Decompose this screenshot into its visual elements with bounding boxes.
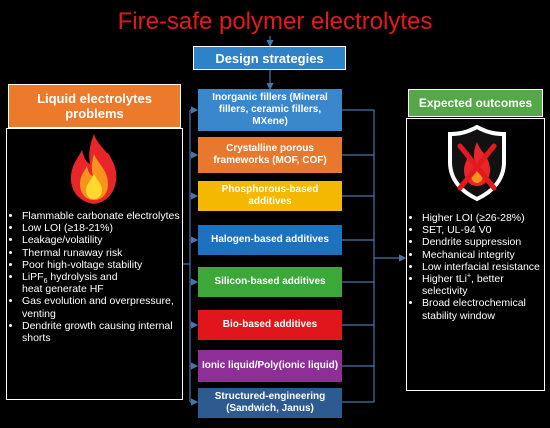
strategy-halogen-additives: Halogen-based additives [198, 225, 342, 255]
list-item: Broad electrochemical stability window [422, 297, 544, 321]
list-item: Low LOI (≥18-21%) [22, 222, 182, 234]
lipf6-suffix: hydrolysis and [47, 271, 118, 284]
list-item: Mechanical integrity [422, 249, 544, 261]
list-item: Leakage/volatility [22, 234, 182, 246]
lipf6-continuation: heat generate HF [22, 283, 104, 296]
strategy-phosphorous-additives: Phosphorous-based additives [198, 181, 342, 211]
tli-suffix: , better selectivity [422, 273, 504, 298]
strategy-structured-engineering: Structured-engineering (Sandwich, Janus) [198, 388, 342, 418]
design-strategies-header: Design strategies [193, 46, 346, 70]
diagram-title: Fire-safe polymer electrolytes [117, 8, 433, 35]
list-item: Gas evolution and overpressure, venting [22, 295, 182, 319]
expected-outcomes-panel [406, 118, 545, 391]
liquid-problems-header: Liquid electrolytes problems [8, 84, 181, 128]
expected-outcomes-header: Expected outcomes [408, 89, 543, 117]
liquid-problems-list: Flammable carbonate electrolytes Low LOI… [8, 210, 182, 344]
list-item: Low interfacial resistance [422, 261, 544, 273]
tli-text: Higher tLi [422, 273, 467, 286]
list-item: Thermal runaway risk [22, 247, 182, 259]
strategy-silicon-additives: Silicon-based additives [198, 267, 342, 297]
list-item: Dendrite growth causing internal shorts [22, 320, 182, 344]
list-item: Dendrite suppression [422, 236, 544, 248]
fire-icon [70, 134, 117, 204]
no-fire-shield-icon [448, 124, 506, 202]
strategy-bio-based-additives: Bio-based additives [198, 310, 342, 340]
strategy-inorganic-fillers: Inorganic fillers (Mineral fillers, cera… [198, 89, 342, 131]
list-item: Higher LOI (≥26-28%) [422, 212, 544, 224]
lipf6-subscript: 6 [43, 278, 48, 286]
list-item: Higher tLi+, better selectivity [422, 272, 544, 298]
list-item: SET, UL-94 V0 [422, 224, 544, 236]
strategy-ionic-liquid: Ionic liquid/Poly(ionic liquid) [198, 350, 342, 382]
tli-superscript: + [466, 272, 472, 280]
lipf6-text: LiPF [22, 271, 44, 284]
expected-outcomes-list: Higher LOI (≥26-28%) SET, UL-94 V0 Dendr… [408, 212, 544, 322]
strategy-crystalline-frameworks: Crystalline porous frameworks (MOF, COF) [198, 137, 342, 173]
liquid-problems-panel [6, 128, 183, 400]
list-item: Flammable carbonate electrolytes [22, 210, 182, 222]
list-item: Poor high-voltage stability [22, 259, 182, 271]
